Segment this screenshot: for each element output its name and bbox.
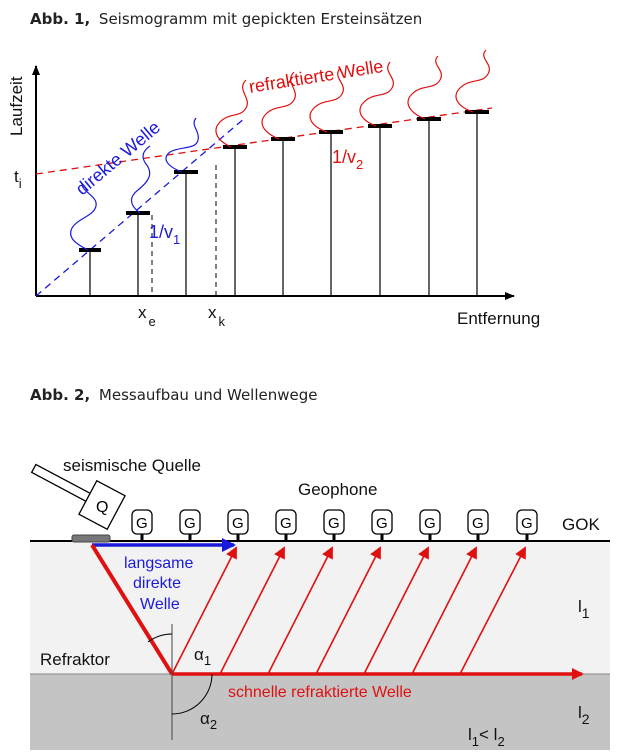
svg-text:xe: xe <box>138 303 156 329</box>
fig2-alpha1-arc <box>147 633 173 643</box>
svg-text:l1: l1 <box>578 597 590 621</box>
fig2-caption-text: Messaufbau und Wellenwege <box>99 386 318 404</box>
fig1-slope1-label: 1/v1 <box>149 222 180 247</box>
fig2-geophone: G <box>227 509 249 541</box>
fig2-emergent-ray <box>315 546 381 675</box>
fig2-source-label: seismische Quelle <box>63 456 201 475</box>
fig2-source-plate <box>71 534 111 543</box>
svg-text:langsame: langsame <box>124 555 193 572</box>
fig2-layer-2 <box>30 674 610 750</box>
fig2-alpha2-arc <box>171 673 213 715</box>
fig1-caption: Abb. 1, Seismogramm mit gepickten Erstei… <box>30 10 422 28</box>
svg-text:Abb. 1, Seismogramm mit: Abb. 1, Seismogramm mit gepickten Erstei… <box>30 10 422 28</box>
fig2-emergent-ray <box>459 546 526 675</box>
svg-text:G: G <box>136 515 148 532</box>
fig1-trace-6 <box>309 67 344 296</box>
fig1-caption-bold: Abb. 1, <box>30 10 90 28</box>
fig2-layer-1 <box>30 541 610 674</box>
fig2-caption-bold: Abb. 2, <box>30 386 90 404</box>
svg-text:G: G <box>521 515 533 532</box>
fig2-velocity-relation: l1< l2 <box>468 725 505 749</box>
fig2-alpha2-label: α2 <box>200 709 217 732</box>
fig2-geophone: G <box>323 509 345 541</box>
svg-text:G: G <box>376 515 388 532</box>
fig2-incident-ray <box>90 543 174 676</box>
fig2-refractor-label: Refraktor <box>40 650 110 669</box>
svg-text:1/v1: 1/v1 <box>149 222 180 247</box>
svg-text:l2: l2 <box>578 703 590 727</box>
svg-text:α2: α2 <box>200 709 217 732</box>
fig2-emergent-rays <box>171 546 526 675</box>
fig2-geophone: G <box>371 509 393 541</box>
svg-text:G: G <box>328 515 340 532</box>
svg-text:G: G <box>472 515 484 532</box>
fig1-y-axis-label: Laufzeit <box>7 76 26 136</box>
svg-text:G: G <box>424 515 436 532</box>
fig1-trace-9 <box>455 49 490 296</box>
fig2-geophone: G <box>516 509 538 541</box>
fig1-trace-7 <box>359 61 394 296</box>
fig2-refracted-wave-label: schnelle refraktierte Welle <box>228 684 412 701</box>
fig2-geophone: G <box>275 509 297 541</box>
fig2-emergent-ray <box>219 546 285 675</box>
svg-text:G: G <box>280 515 292 532</box>
fig2-hammer: Q <box>30 463 126 531</box>
fig2-layer1-label: l1 <box>578 597 590 621</box>
fig2-hammer-letter: Q <box>96 499 108 516</box>
fig1-x-axis-label: Entfernung <box>457 309 540 328</box>
fig2-gok-label: GOK <box>562 515 600 534</box>
fig1-direct-wave-label: direkte Welle <box>72 117 164 199</box>
fig1-caption-text: Seismogramm mit gepickten Ersteinsätzen <box>99 10 422 28</box>
fig2-geophone: G <box>131 509 153 541</box>
svg-text:direkte: direkte <box>133 575 181 592</box>
fig2-geophone: G <box>467 509 489 541</box>
svg-text:xk: xk <box>208 303 226 329</box>
fig1-trace-8 <box>407 55 442 296</box>
fig2-layer2-label: l2 <box>578 703 590 727</box>
svg-text:α1: α1 <box>194 645 211 668</box>
fig1-trace-3 <box>165 117 199 296</box>
fig1-ti-label: ti <box>14 167 22 191</box>
fig2-emergent-ray <box>363 546 429 675</box>
fig1-trace-4 <box>215 79 248 296</box>
fig2-alpha1-label: α1 <box>194 645 211 668</box>
fig2-emergent-ray <box>171 546 237 675</box>
fig1-trace-5 <box>261 71 296 296</box>
fig2-emergent-ray <box>411 546 477 675</box>
fig2-caption: Abb. 2, Messaufbau und Wellenwege <box>30 386 318 404</box>
fig1-refracted-wave-label: refraktierte Welle <box>247 56 384 97</box>
fig1-trace-2 <box>126 145 151 296</box>
svg-text:l1< l2: l1< l2 <box>468 725 505 749</box>
svg-text:G: G <box>232 515 244 532</box>
fig1-direct-traveltime-line <box>35 116 247 297</box>
fig1-trace-1 <box>69 183 101 296</box>
svg-text:ti: ti <box>14 167 22 191</box>
svg-text:1/v2: 1/v2 <box>332 147 363 172</box>
fig1-slope2-label: 1/v2 <box>332 147 363 172</box>
fig2-emergent-ray <box>267 546 333 675</box>
svg-text:Welle: Welle <box>140 596 180 613</box>
svg-text:Abb. 2, Messaufbau und W: Abb. 2, Messaufbau und Wellenwege <box>30 386 318 404</box>
fig1-refracted-traveltime-line <box>35 107 493 175</box>
svg-text:G: G <box>184 515 196 532</box>
fig2-geophones-label: Geophone <box>298 480 377 499</box>
fig2-geophone: G <box>179 509 201 541</box>
fig2-direct-wave-label: langsame direkte Welle <box>124 555 193 613</box>
fig2-geophone: G <box>419 509 441 541</box>
